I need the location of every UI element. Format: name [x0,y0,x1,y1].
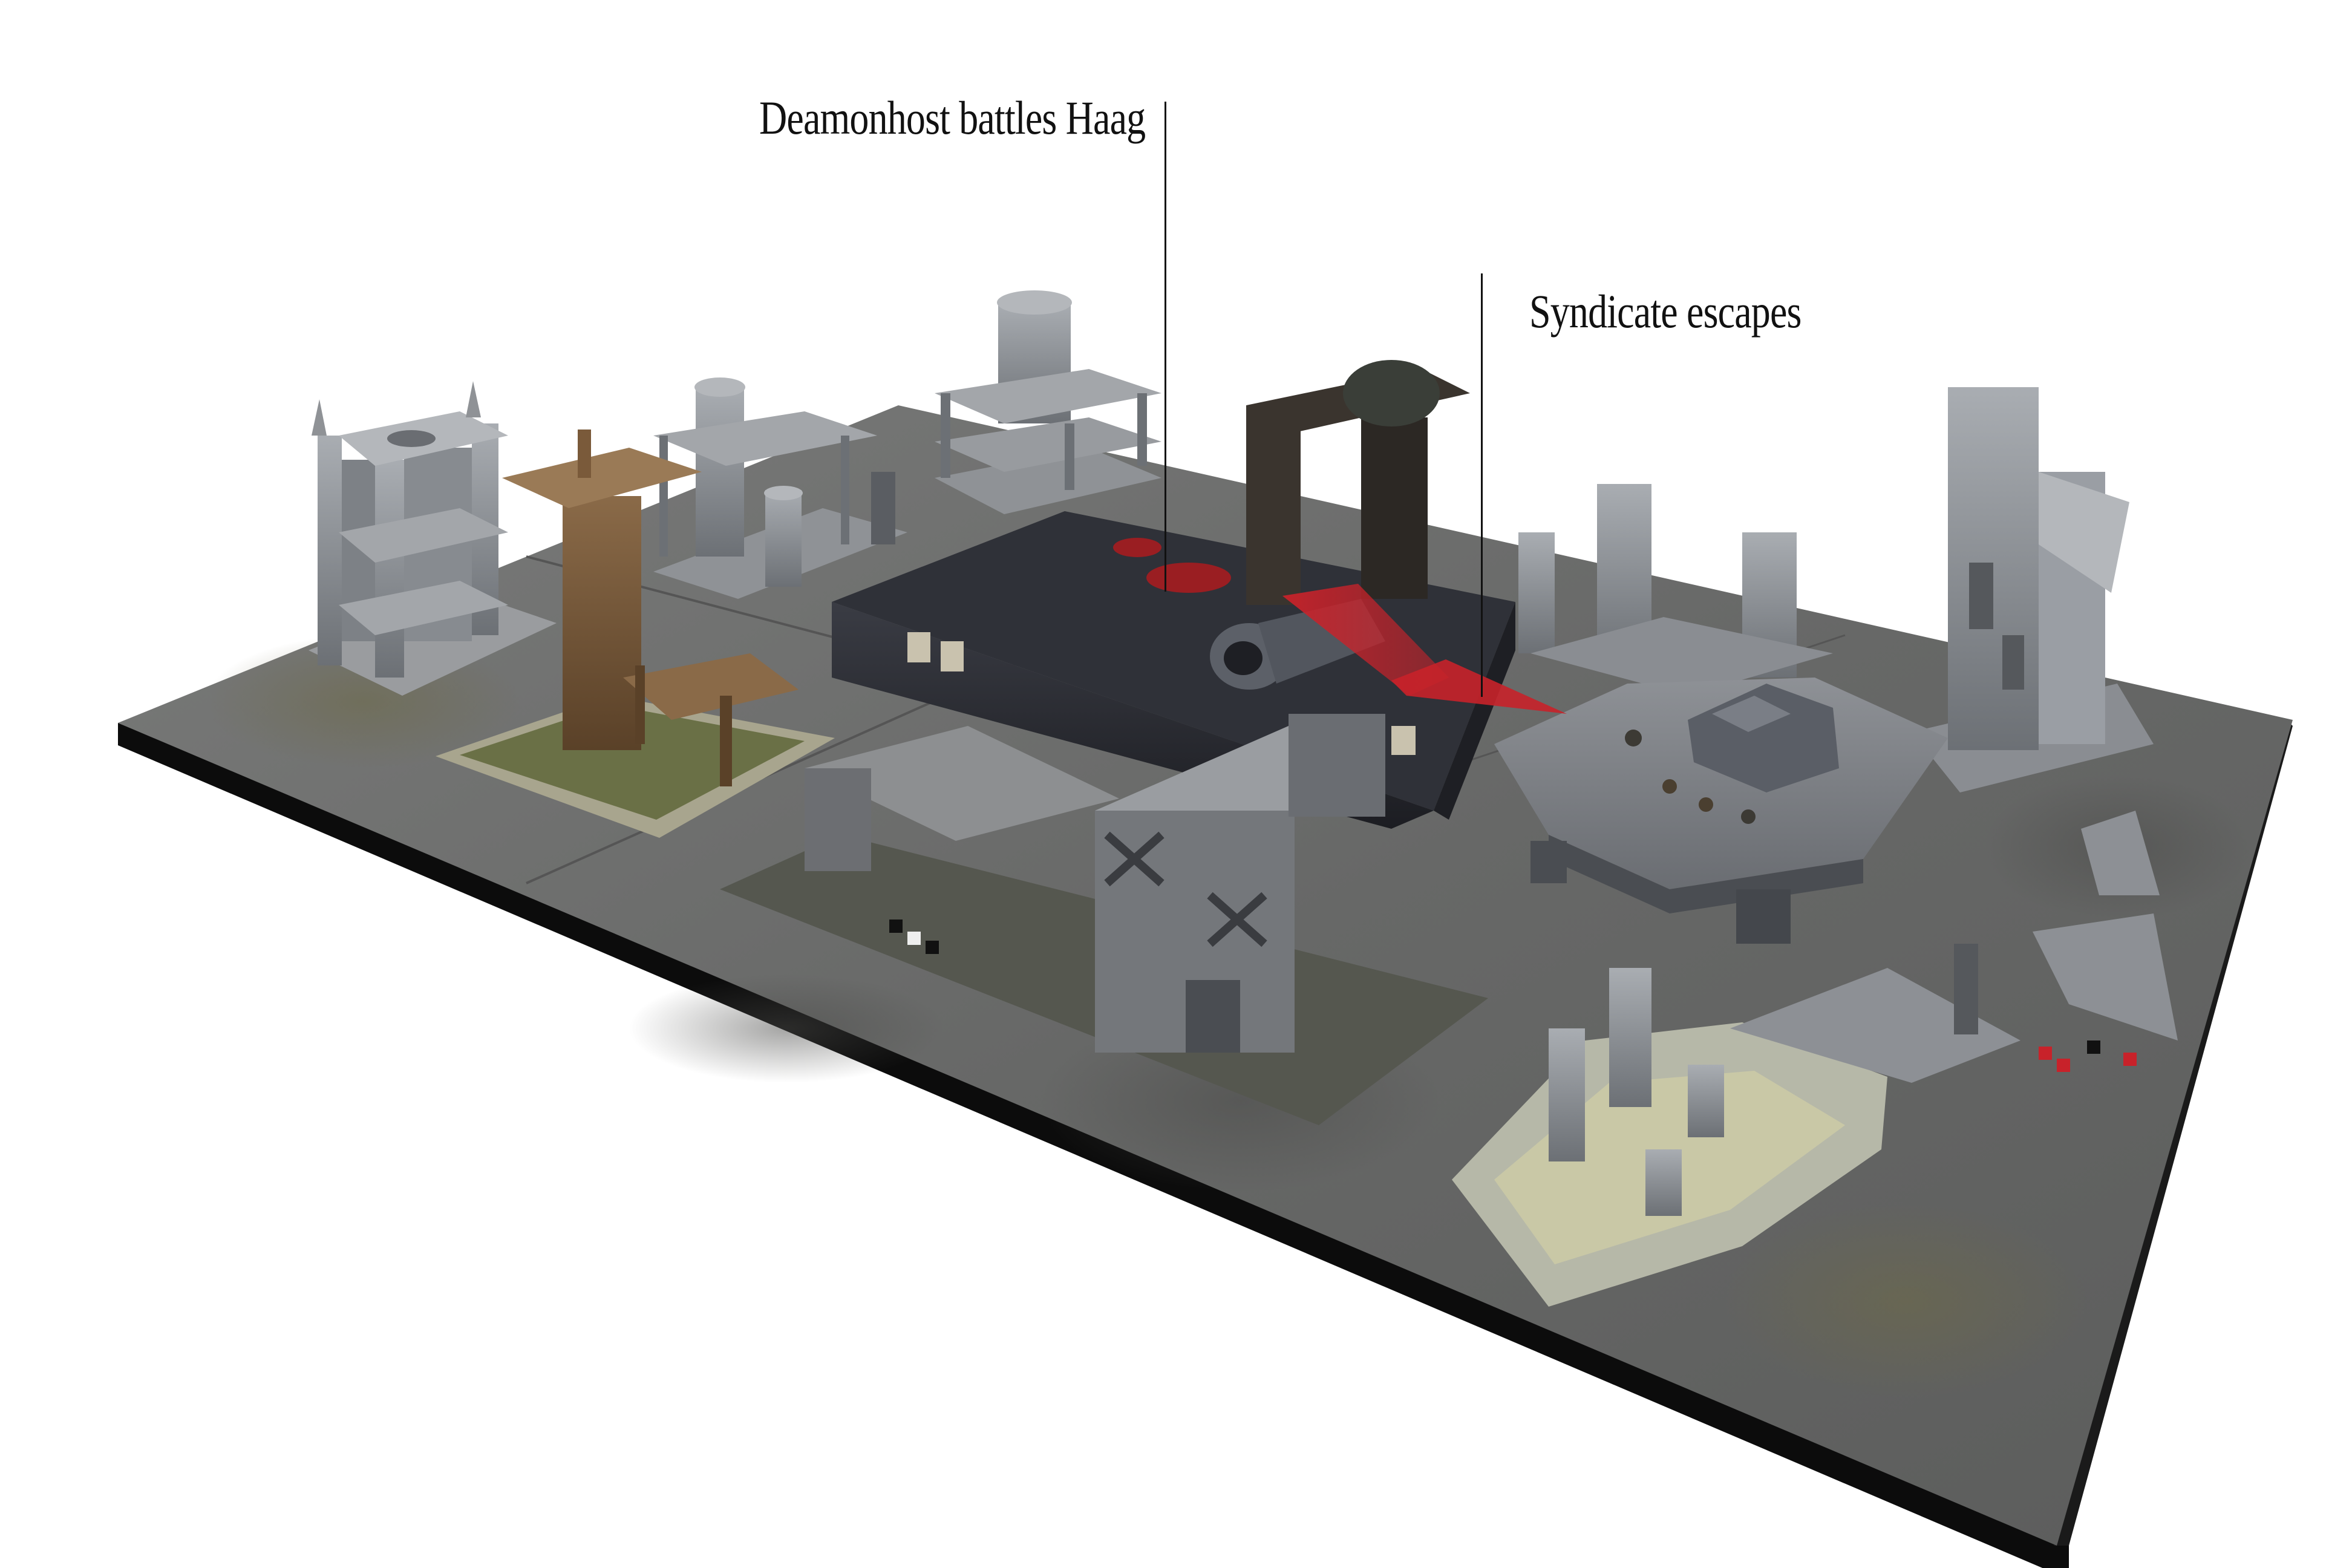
rusted-watchtower-with-pond [436,430,835,838]
gothic-ruin-tower-left [309,381,557,696]
dice [2123,1053,2137,1066]
haag-callout-label: Deamonhost battles Haag [759,91,1146,144]
gothic-ruins-middle [1518,484,1833,696]
dice [889,920,903,933]
dice [2087,1040,2100,1054]
red-arrow-wedge-icon [1282,584,1449,696]
blood-pool [1113,538,1161,557]
red-arrow-wedge-icon [1391,659,1567,714]
grime-patch [629,974,944,1083]
haag-callout-line [1165,102,1166,592]
rear-water-tank-structure [935,290,1161,514]
hex-landing-pad [1494,678,1948,944]
cathedral-ruin-right [1912,387,2154,792]
miniature [1662,779,1677,794]
syndicate-callout-label: Syndicate escapes [1529,285,1802,338]
ruined-gantry-foreground [720,714,1488,1125]
rubble-ruins-foreground [1452,811,2178,1307]
dice [2039,1047,2052,1060]
dice [2057,1059,2070,1072]
dice [907,932,921,945]
miniature [1741,809,1756,824]
syndicate-callout-line [1481,273,1483,697]
blood-pool [1146,563,1231,593]
miniature [1699,797,1713,812]
miniature [1625,730,1642,746]
grime-patch [1724,1204,2087,1397]
water-tower-block [653,377,907,599]
dice [926,941,939,954]
